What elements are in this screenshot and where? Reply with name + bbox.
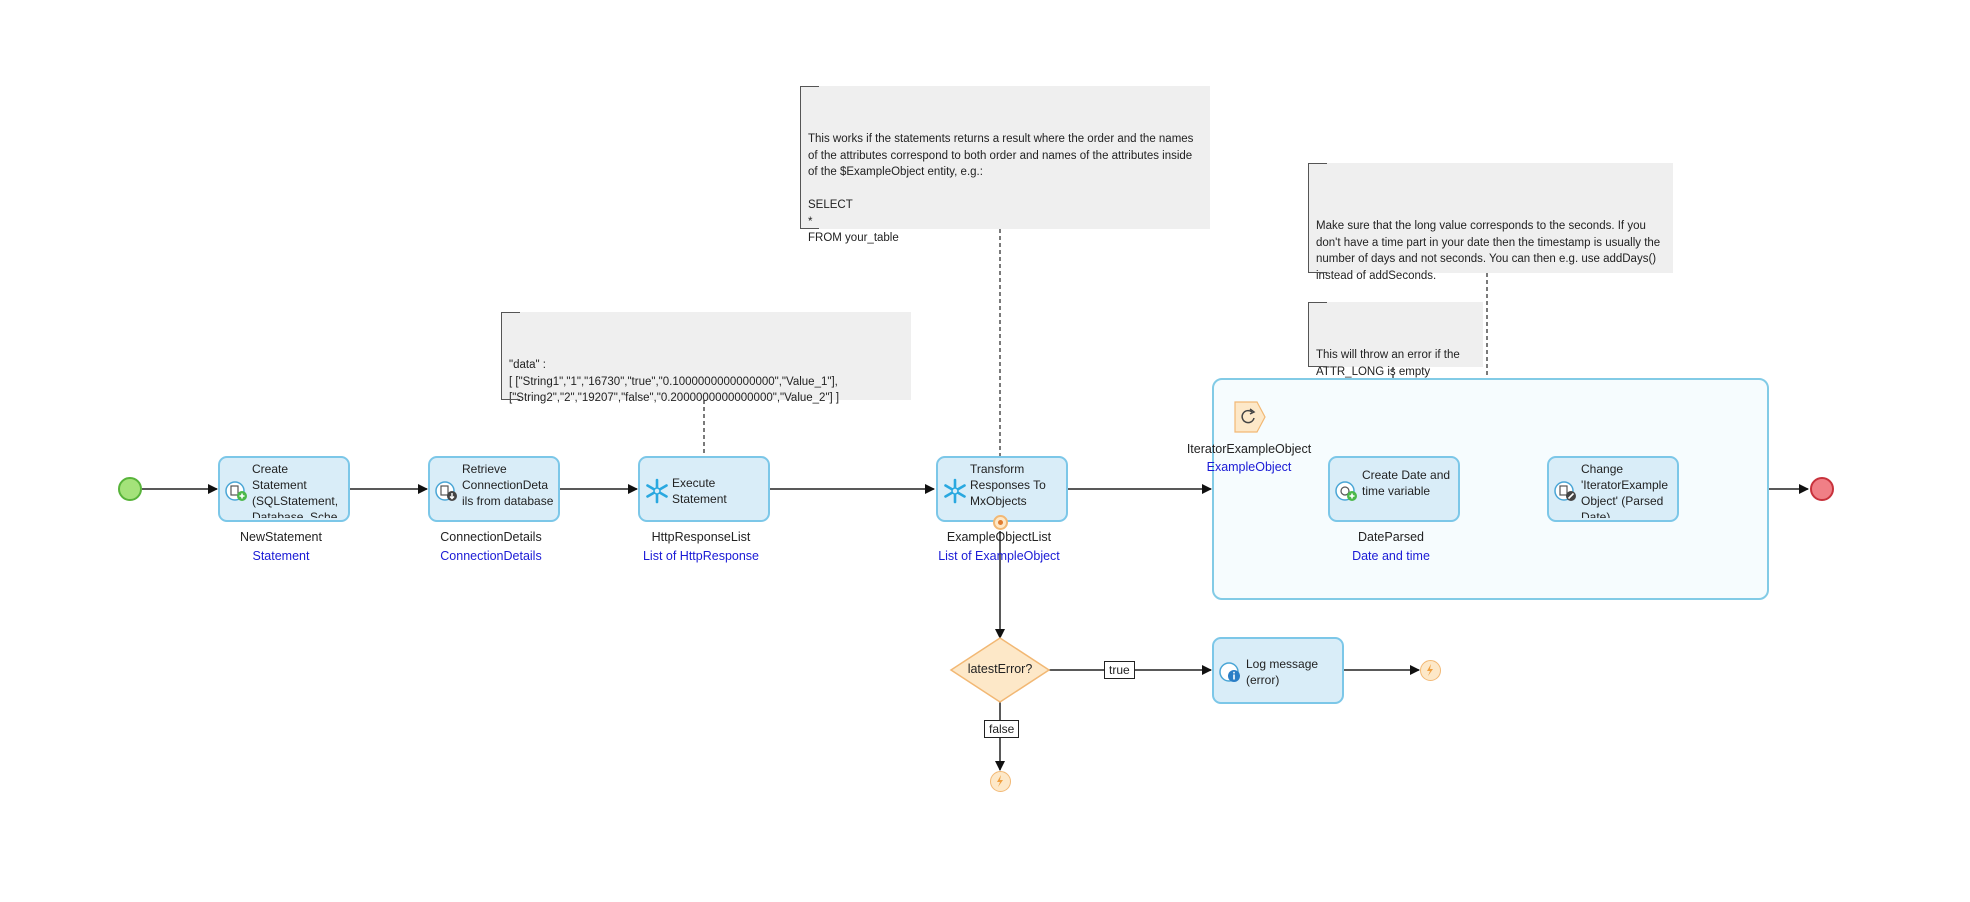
error-handler-dot [998, 520, 1003, 525]
annotation-text: This will throw an error if the ATTR_LON… [1316, 349, 1460, 378]
activity-create-statement[interactable]: Create Statement (SQLStatement, Database… [218, 456, 350, 522]
info-icon [1219, 662, 1240, 682]
activity-retrieve-connection-details[interactable]: Retrieve ConnectionDeta ils from databas… [428, 456, 560, 522]
activity-label: Create Statement (SQLStatement, Database… [252, 462, 339, 518]
activity-label: Create Date and time variable [1362, 468, 1451, 498]
end-event[interactable] [1810, 477, 1834, 501]
output-variable-name: ConnectionDetails [440, 530, 542, 544]
gateway-diamond[interactable] [949, 637, 1051, 703]
activity-label: Execute Statement [672, 476, 727, 506]
snowflake-icon [944, 478, 966, 504]
output-variable-name: DateParsed [1357, 530, 1424, 544]
activity-log-message[interactable]: Log message (error) [1212, 637, 1344, 704]
annotation-seconds-note[interactable]: Make sure that the long value correspond… [1308, 163, 1673, 282]
lightning-icon [997, 775, 1003, 787]
activity-label: Change 'IteratorExample Object' (Parsed … [1581, 462, 1668, 518]
error-end-event-false[interactable] [990, 771, 1011, 792]
start-event[interactable] [118, 477, 142, 501]
output-variable-name: NewStatement [240, 530, 322, 544]
annotation-bracket [1308, 302, 1327, 367]
annotation-bracket [1308, 163, 1327, 273]
gateway-label: latestError? [967, 662, 1033, 676]
output-variable-type: List of ExampleObject [938, 549, 1060, 563]
activity-label: Transform Responses To MxObjects [970, 462, 1046, 508]
flow-label-false: false [984, 720, 1020, 738]
activity-label: Log message (error) [1246, 657, 1319, 687]
error-handler-marker[interactable] [993, 515, 1008, 530]
annotation-text: Make sure that the long value correspond… [1316, 220, 1661, 282]
snowflake-icon [646, 478, 668, 504]
annotation-bracket [501, 312, 520, 400]
activity-transform-responses[interactable]: Transform Responses To MxObjects [936, 456, 1068, 522]
output-variable-type: List of HttpResponse [642, 549, 760, 563]
create-variable-icon [1335, 481, 1357, 501]
loop-iterator-type: ExampleObject [1206, 460, 1292, 474]
activity-label: Retrieve ConnectionDeta ils from databas… [462, 462, 554, 508]
annotation-text: This works if the statements returns a r… [808, 133, 1194, 244]
retrieve-database-icon [435, 481, 457, 501]
flow-label-true: true [1104, 661, 1135, 679]
output-variable-type: Date and time [1352, 549, 1430, 563]
loop-iterator-name: IteratorExampleObject [1186, 442, 1312, 456]
error-end-event-true[interactable] [1420, 660, 1441, 681]
annotation-transform-note[interactable]: This works if the statements returns a r… [800, 86, 1210, 244]
annotation-error-note[interactable]: This will throw an error if the ATTR_LON… [1308, 302, 1483, 378]
output-variable-name: ExampleObjectList [946, 530, 1052, 544]
change-object-icon [1554, 481, 1576, 501]
annotation-text: "data" : [ ["String1","1","16730","true"… [509, 359, 840, 404]
annotation-bracket [800, 86, 819, 229]
activity-create-date-variable[interactable]: Create Date and time variable [1328, 456, 1460, 522]
output-variable-type: ConnectionDetails [440, 549, 542, 563]
annotation-response-sample[interactable]: "data" : [ ["String1","1","16730","true"… [501, 312, 911, 404]
create-object-icon [225, 481, 247, 501]
output-variable-name: HttpResponseList [651, 530, 751, 544]
output-variable-type: Statement [252, 549, 310, 563]
loop-container[interactable] [1212, 378, 1769, 600]
activity-execute-statement[interactable]: Execute Statement [638, 456, 770, 522]
loop-icon[interactable] [1233, 400, 1267, 434]
lightning-icon [1427, 664, 1433, 676]
activity-change-object[interactable]: Change 'IteratorExample Object' (Parsed … [1547, 456, 1679, 522]
